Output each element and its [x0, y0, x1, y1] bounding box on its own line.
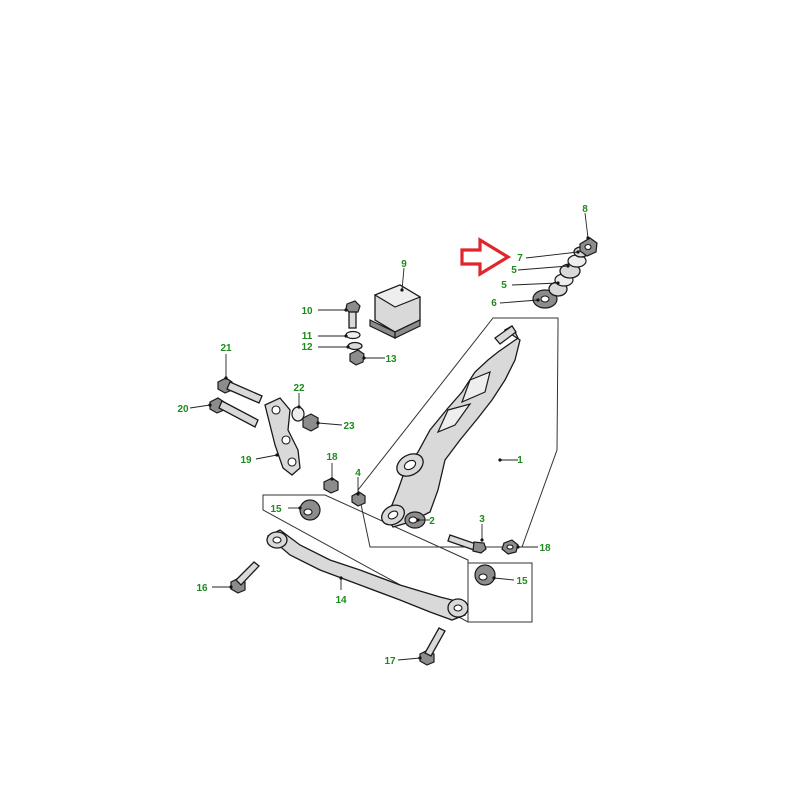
- callout-c15a: 15: [270, 504, 282, 515]
- callout-c9: 9: [401, 259, 407, 270]
- callout-c23: 23: [343, 421, 355, 432]
- bolt-10: [345, 300, 361, 329]
- mount-block-9: [369, 284, 422, 339]
- bush-15-right: [474, 564, 496, 586]
- callout-c7: 7: [517, 253, 523, 264]
- callout-c16: 16: [196, 583, 208, 594]
- nut-18-left: [323, 477, 339, 494]
- callout-c19: 19: [240, 455, 252, 466]
- callout-c12: 12: [301, 342, 313, 353]
- bolt-16: [230, 561, 260, 594]
- callout-c21: 21: [220, 343, 232, 354]
- radius-arm: [381, 325, 521, 528]
- callout-c20: 20: [177, 404, 189, 415]
- callout-c14: 14: [335, 595, 347, 606]
- nut-23: [302, 413, 319, 432]
- bush-stack: [532, 237, 598, 309]
- right-arrow-outline-icon: [460, 237, 512, 277]
- callout-c1: 1: [517, 455, 523, 466]
- washer-22: [291, 406, 305, 422]
- nut-13: [349, 349, 365, 366]
- callout-c15b: 15: [516, 576, 528, 587]
- callout-c17: 17: [384, 656, 396, 667]
- nut-18-right: [501, 539, 519, 555]
- washer-11: [345, 330, 361, 340]
- callout-c3: 3: [479, 514, 485, 525]
- leader-lines: [189, 212, 590, 661]
- callout-c18a: 18: [326, 452, 338, 463]
- callout-c18b: 18: [539, 543, 551, 554]
- washer-12: [347, 341, 363, 351]
- callout-c4: 4: [355, 468, 361, 479]
- bolt-20: [209, 397, 259, 428]
- bolt-17: [419, 627, 446, 666]
- bush-15-frame: [467, 562, 533, 623]
- callout-c22: 22: [293, 383, 305, 394]
- bolt-21: [217, 377, 263, 404]
- callout-c8: 8: [582, 204, 588, 215]
- callout-c10: 10: [301, 306, 313, 317]
- callout-c11: 11: [302, 331, 313, 342]
- callout-c5a: 5: [511, 265, 517, 276]
- nut-4: [351, 491, 366, 507]
- callout-c5b: 5: [501, 280, 507, 291]
- callout-c2: 2: [429, 516, 435, 527]
- bolt-3: [447, 534, 487, 554]
- callout-c13: 13: [385, 354, 397, 365]
- callout-c6: 6: [491, 298, 497, 309]
- bush-15-left: [299, 499, 321, 521]
- bracket-19: [264, 397, 301, 476]
- lower-link-14: [266, 529, 469, 621]
